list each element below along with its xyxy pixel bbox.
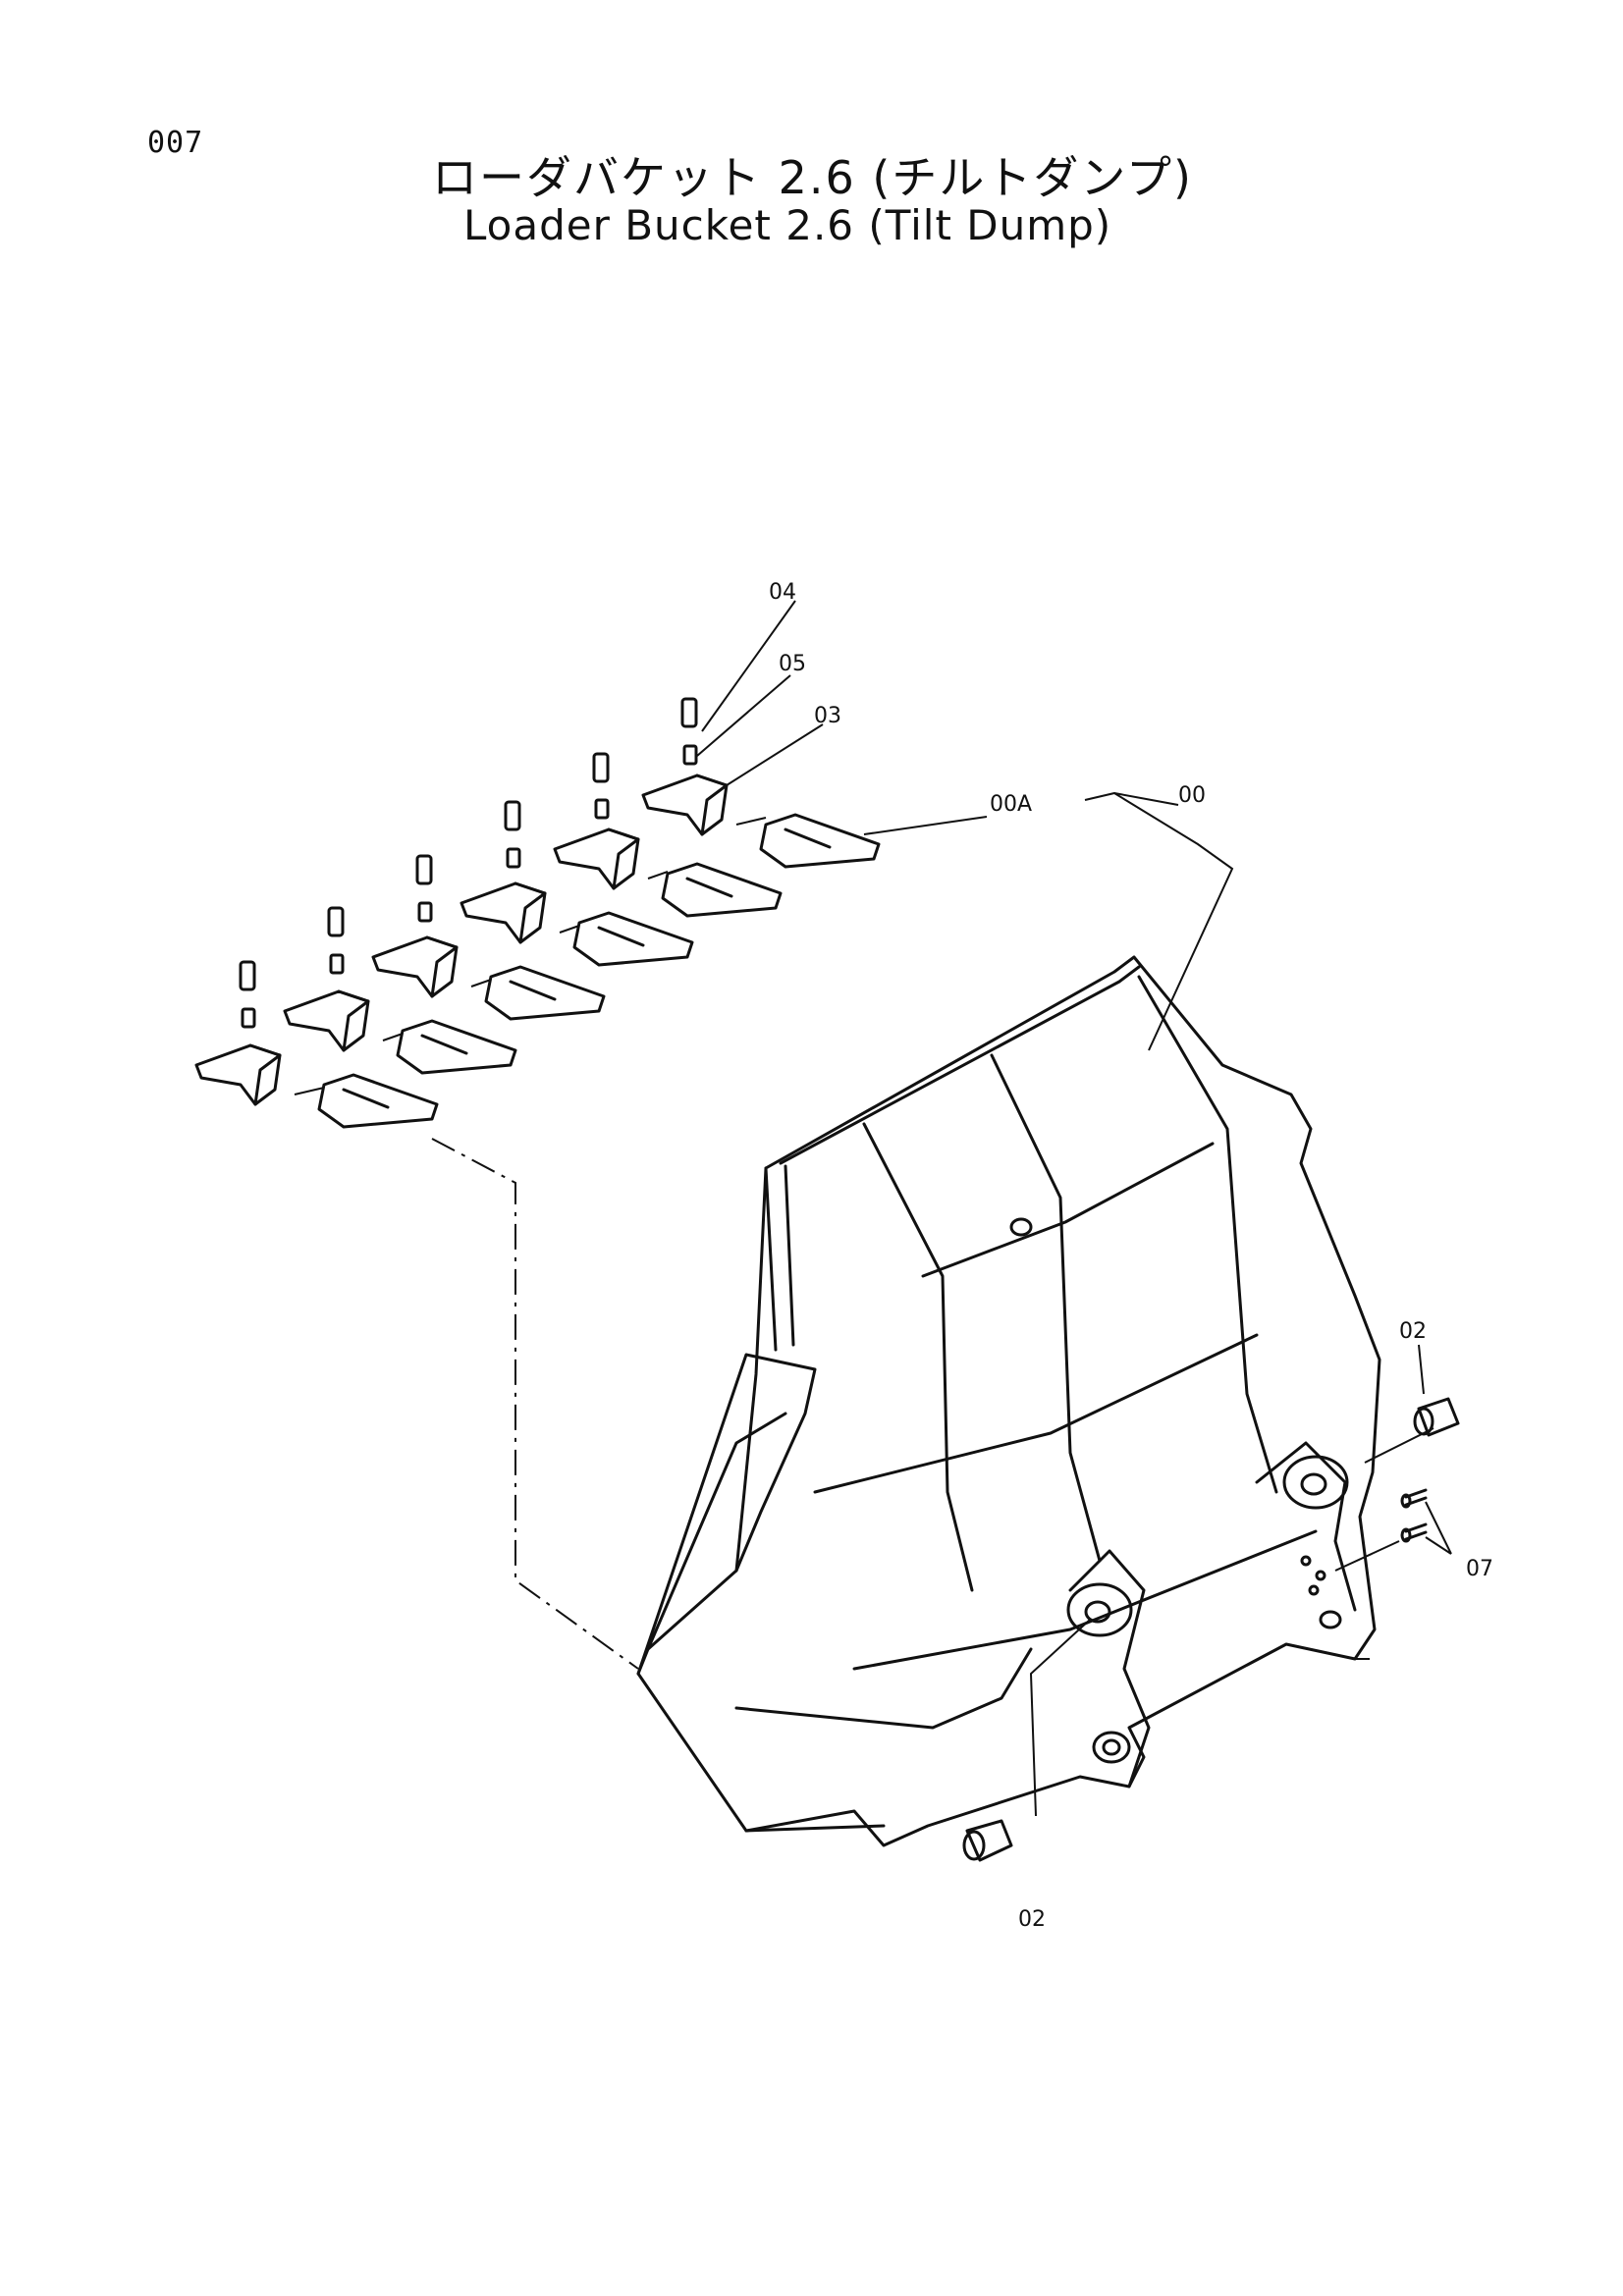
- callout-02-right: 02: [1399, 1319, 1427, 1344]
- bolts: [1400, 1488, 1428, 1543]
- bucket-bosses: [1066, 1455, 1349, 1764]
- tooth-points: [317, 813, 881, 1129]
- callout-labels: 04 05 03 00A 00 02 07 02: [769, 580, 1493, 1932]
- callout-05: 05: [779, 652, 806, 676]
- tooth-pins: [239, 697, 698, 1029]
- callout-03: 03: [814, 704, 841, 728]
- title-english: Loader Bucket 2.6 (Tilt Dump): [463, 201, 1112, 249]
- page-number: 007: [147, 126, 204, 160]
- leader-lines: [294, 600, 1452, 1817]
- callout-00: 00: [1178, 783, 1206, 808]
- callout-02-bottom: 02: [1018, 1907, 1046, 1932]
- tooth-adapters: [194, 774, 729, 1106]
- title-japanese: ローダバケット 2.6 (チルトダンプ): [432, 151, 1193, 204]
- callout-00A: 00A: [990, 792, 1032, 817]
- bushing-bottom: [962, 1819, 1013, 1862]
- callout-04: 04: [769, 580, 796, 605]
- bucket-body: [636, 955, 1381, 1847]
- callout-07: 07: [1466, 1557, 1493, 1581]
- bushing-right: [1413, 1397, 1460, 1437]
